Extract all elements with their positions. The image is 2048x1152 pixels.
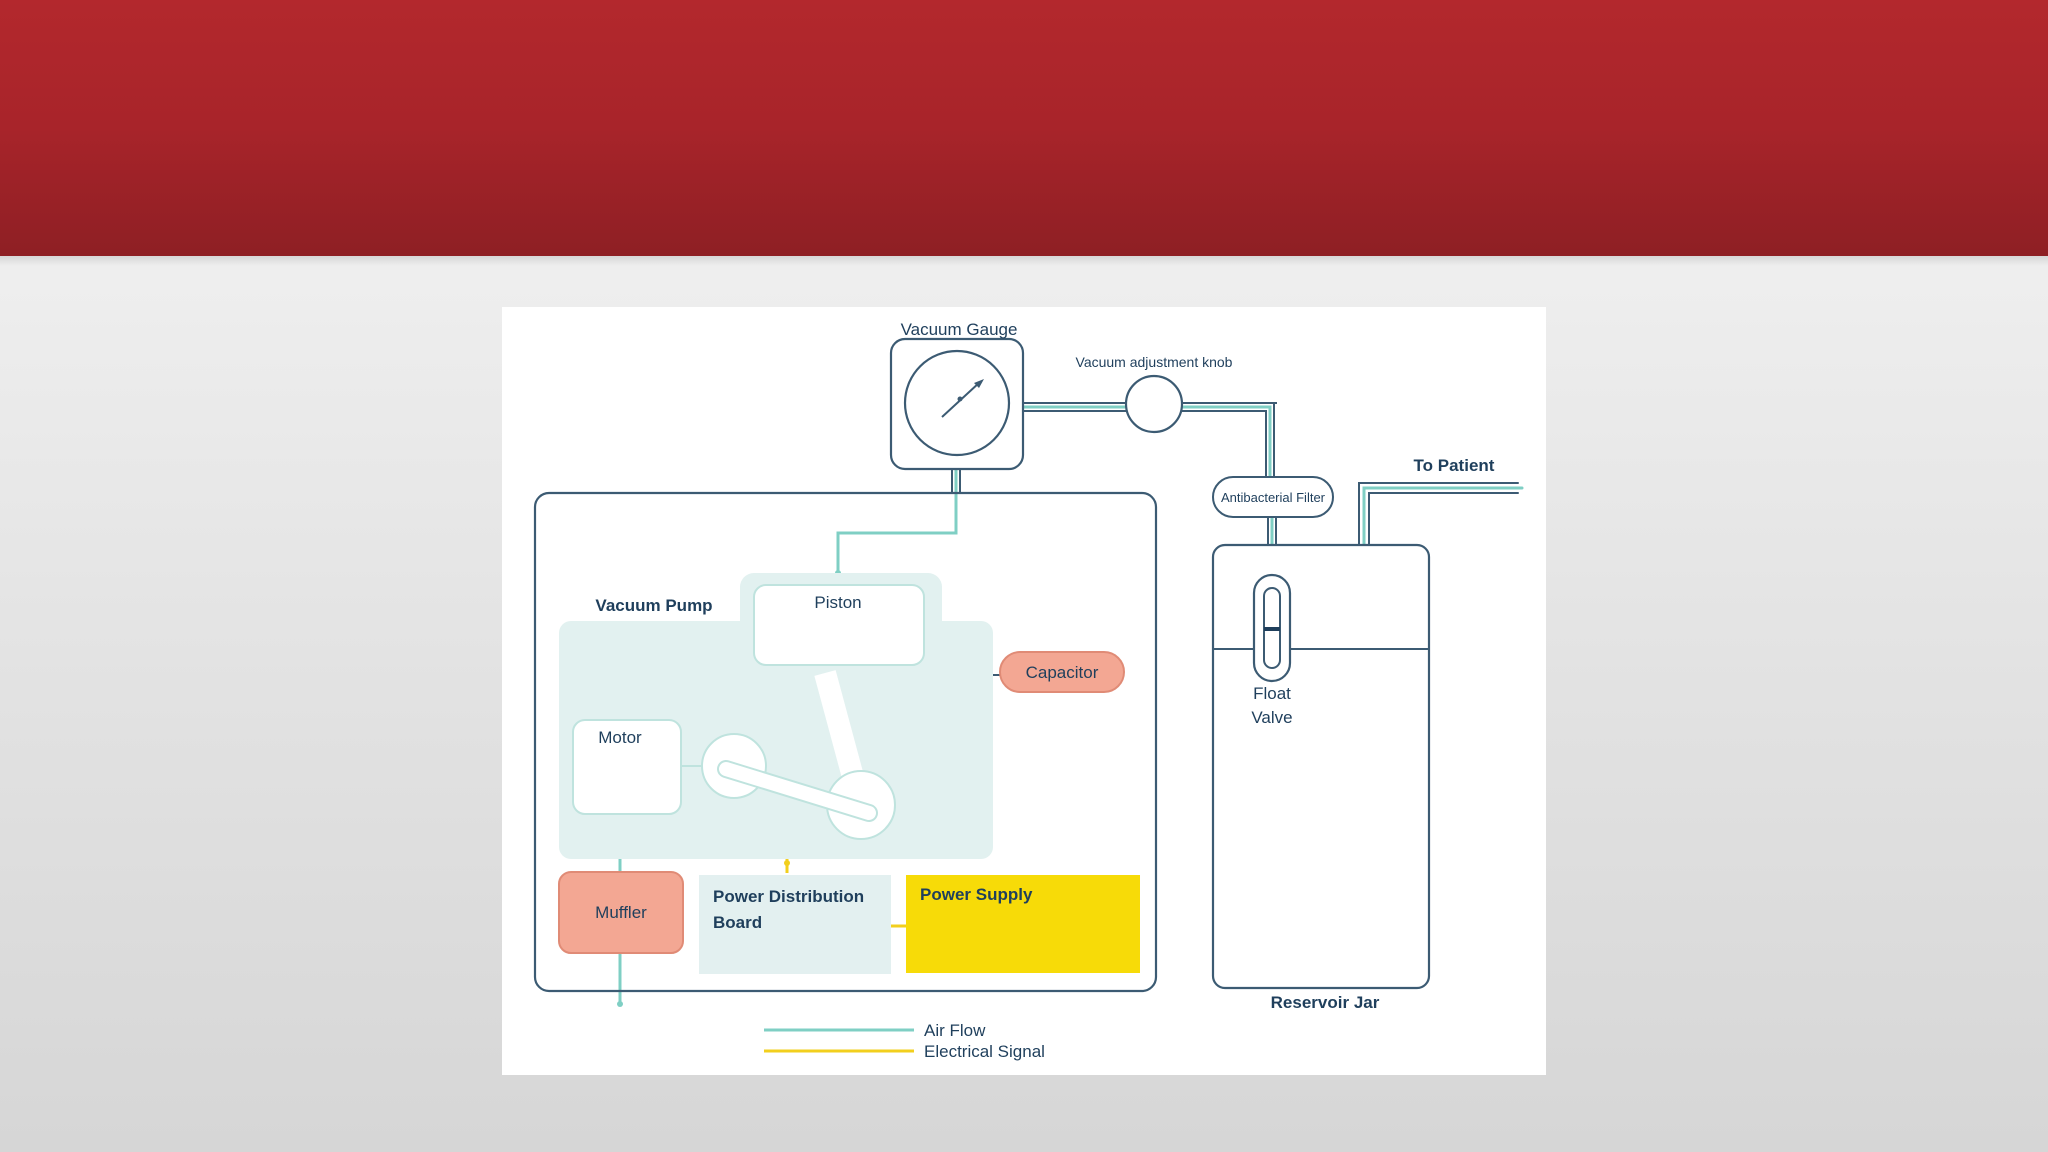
muffler: [558, 871, 684, 954]
power-supply: [906, 875, 1140, 973]
float-valve: [1252, 573, 1292, 683]
adjustment-knob-label: Vacuum adjustment knob: [1076, 354, 1233, 370]
power-supply-label: Power Supply: [920, 885, 1033, 904]
diagram-canvas: Vacuum Gauge Vacuum adjustment knob Anti…: [533, 320, 1524, 1061]
float-valve-label-line1: Float: [1253, 684, 1291, 703]
power-board-label-line1: Power Distribution: [713, 887, 864, 906]
reservoir-jar: [1211, 543, 1431, 990]
crank-mechanism: [701, 661, 896, 840]
power-board-label-line2: Board: [713, 913, 762, 932]
muffler-label: Muffler: [595, 903, 647, 922]
vacuum-gauge-label: Vacuum Gauge: [901, 320, 1018, 339]
legend: Air Flow Electrical Signal: [764, 1021, 1045, 1061]
antibacterial-filter: [1212, 476, 1334, 518]
power-distribution-board: [699, 875, 891, 974]
motor-label: Motor: [598, 728, 642, 747]
piston-label: Piston: [814, 593, 861, 612]
antibacterial-filter-label: Antibacterial Filter: [1221, 490, 1326, 505]
legend-air-flow-label: Air Flow: [924, 1021, 986, 1040]
piston: [753, 584, 925, 666]
machine-enclosure: [533, 491, 1158, 993]
vacuum-pump-label: Vacuum Pump: [595, 596, 712, 615]
capacitor: [999, 651, 1125, 693]
to-patient-label: To Patient: [1414, 456, 1495, 475]
float-valve-label-line2: Valve: [1251, 708, 1292, 727]
suction-machine-diagram: Vacuum Gauge Vacuum adjustment knob Anti…: [502, 307, 1546, 1075]
adjustment-knob: [1124, 374, 1184, 434]
reservoir-jar-label: Reservoir Jar: [1271, 993, 1380, 1012]
vacuum-gauge: [889, 337, 1025, 471]
header-shadow: [0, 256, 2048, 266]
legend-electrical-label: Electrical Signal: [924, 1042, 1045, 1061]
header-banner: [0, 0, 2048, 256]
capacitor-label: Capacitor: [1026, 663, 1099, 682]
